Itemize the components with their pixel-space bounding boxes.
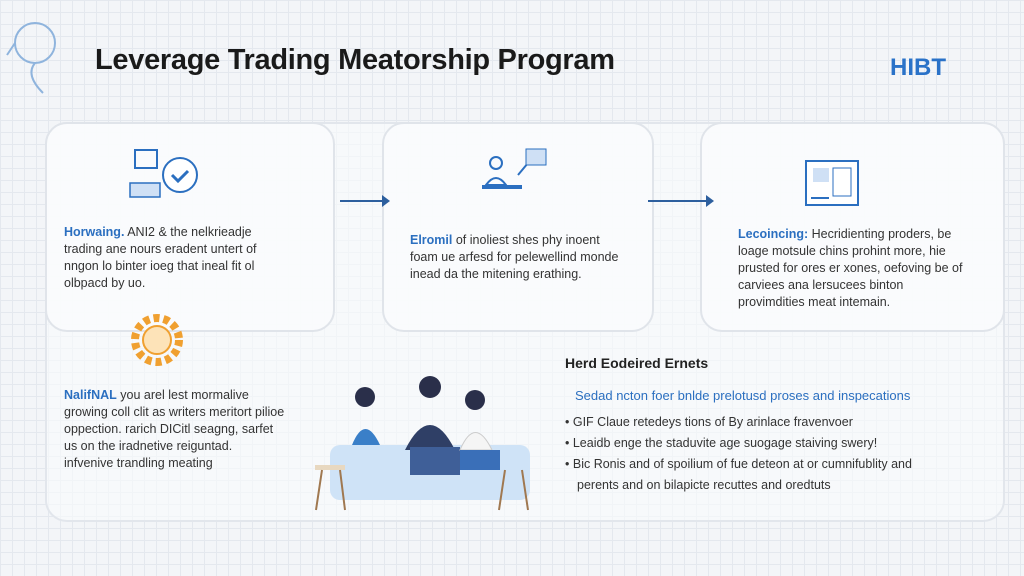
step-card-1 (45, 122, 335, 332)
mentorship-illustration (310, 375, 550, 520)
brand-logo: HIBT (890, 54, 946, 81)
benefits-subheading: Sedad ncton foer bnlde prelotusd proses … (575, 388, 911, 403)
step-1-lead: Horwaing. (64, 225, 125, 239)
step-2-lead: Elromil (410, 233, 453, 247)
bottom-left-lead: NalifNAL (64, 388, 117, 402)
chat-document-icon (125, 145, 205, 210)
step-card-3 (700, 122, 1005, 332)
benefit-text: GIF Claue retedeys tions of By arinlace … (572, 415, 853, 429)
logo-icon (5, 15, 65, 100)
step-2-text: of inoliest shes phy inoent foam ue arfe… (410, 233, 619, 281)
benefit-item: • Leaidb enge the staduvite age suogage … (565, 436, 878, 450)
benefit-item: • GIF Claue retedeys tions of By arinlac… (565, 415, 853, 429)
bottom-left-description: NalifNAL you arel lest mormalive growing… (64, 387, 289, 472)
benefit-text: Leaidb enge the staduvite age suogage st… (572, 436, 878, 450)
page-title: Leverage Trading Meatorship Program (95, 44, 615, 76)
arrow-icon (648, 195, 714, 207)
step-1-description: Horwaing. ANI2 & the nelkrieadje trading… (64, 224, 289, 292)
mentor-desk-icon (478, 145, 558, 215)
step-2-description: Elromil of inoliest shes phy inoent foam… (410, 232, 625, 283)
step-3-lead: Lecoincing: (738, 227, 809, 241)
arrow-icon (340, 195, 390, 207)
step-1-text: ANI2 & the nelkrieadje trading ane nours… (64, 225, 257, 290)
step-3-description: Lecoincing: Hecridienting proders, be lo… (738, 226, 968, 311)
step-3-text: Hecridienting proders, be loage motsule … (738, 227, 963, 309)
bottom-left-last-line: infvenive trandling meating (64, 456, 213, 470)
benefits-heading: Herd Eodeired Ernets (565, 355, 709, 371)
benefit-item: • Bic Ronis and of spoilium of fue deteo… (565, 457, 912, 492)
bottom-left-text: you arel lest mormalive growing coll cli… (64, 388, 285, 453)
step-card-2 (382, 122, 654, 332)
benefit-text: Bic Ronis and of spoilium of fue deteon … (572, 457, 912, 492)
dashboard-icon (803, 158, 863, 218)
benefits-list: • GIF Claue retedeys tions of By arinlac… (565, 412, 925, 496)
gear-icon (125, 308, 189, 377)
